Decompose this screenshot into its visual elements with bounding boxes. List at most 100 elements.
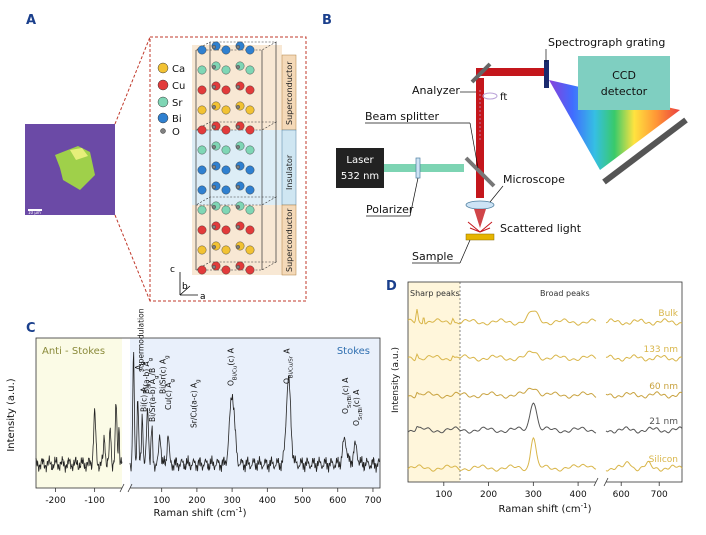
legend-bi-dot — [157, 112, 169, 124]
anti-stokes-label: Anti - Stokes — [42, 346, 105, 357]
microscope-lens — [465, 200, 495, 210]
lattice-atom-ca — [221, 245, 231, 255]
lattice-atom-bi — [245, 165, 255, 175]
beam-splitter — [464, 156, 496, 188]
lattice-atom-o — [236, 265, 240, 269]
lattice-atom-cu — [245, 265, 255, 275]
beam-splitter-leader — [469, 122, 479, 169]
lattice-atom-cu — [245, 225, 255, 235]
lattice-atom-sr — [197, 145, 207, 155]
lattice-atom-o — [236, 205, 240, 209]
layer-box-3 — [281, 204, 297, 276]
lattice-atom-o — [212, 205, 216, 209]
legend-sr-label: Sr — [172, 98, 183, 109]
c-peak-label-text: Bi(a-b) A — [142, 360, 151, 394]
panel-d-xlabel-close: ) — [588, 504, 592, 515]
legend-ca-dot — [157, 62, 169, 74]
c-xtick-label: -200 — [45, 496, 66, 506]
panel-c-xlabel-sup: -1 — [236, 506, 243, 514]
lattice-atom-o — [212, 225, 216, 229]
d-trace-0-b — [606, 318, 683, 326]
scattered-ray-3 — [469, 227, 481, 233]
c-peak-label: Cu(c) Ag — [164, 379, 176, 410]
d-trace-label: Silicon — [649, 455, 678, 465]
spectrum-stokes — [129, 351, 380, 473]
c-peak-label-sub: g — [145, 384, 151, 388]
d-trace-label: Bulk — [658, 309, 678, 319]
c-peak-label: Bi(c) Ag — [139, 384, 151, 412]
lattice-atom-sr — [197, 205, 207, 215]
d-xtick-label: 100 — [435, 490, 452, 500]
panel-c-xlabel-close: ) — [243, 508, 247, 519]
c-peak-label-text: Sr/Cu(a-c) A — [190, 382, 199, 428]
legend-o-dot — [160, 128, 166, 134]
d-trace-2-b — [605, 391, 683, 399]
panel-d-xlabel-text: Raman shift (cm — [498, 504, 580, 515]
c-xtick-label: 200 — [188, 496, 205, 506]
axis-a-label: a — [200, 292, 206, 302]
d-trace-2-a — [407, 387, 597, 399]
lattice-atom-o — [212, 45, 216, 49]
c-peak-label-sub: g — [170, 379, 176, 383]
legend-sr-dot — [157, 96, 169, 108]
lattice-atom-sr — [245, 145, 255, 155]
c-xtick-label: 600 — [329, 496, 346, 506]
d-trace-label: 21 nm — [649, 417, 678, 427]
sample-leader — [459, 239, 471, 264]
c-xtick-label: 300 — [224, 496, 241, 506]
lattice-atom-sr — [245, 65, 255, 75]
c-peak-label: supermodulation — [137, 308, 146, 372]
lattice-atom-sr — [221, 65, 231, 75]
c-peak-label-suffix: (c) A — [341, 377, 350, 395]
scattered-label: Scattered light — [500, 222, 582, 235]
c-peak-label: OBi/Cu(c) A — [226, 347, 238, 386]
lattice-atom-sr — [221, 145, 231, 155]
lattice-atom-bi — [197, 185, 207, 195]
c-peak-label-sub: g — [164, 355, 170, 359]
lattice-atom-o — [212, 165, 216, 169]
laser-beam-red-horizontal — [476, 68, 546, 76]
polarizer-leader — [409, 177, 419, 217]
lattice-atom-bi — [221, 185, 231, 195]
c-peak-label-text: Bi/Sr(a-b) A — [148, 378, 157, 422]
panel-d-ylabel: Intensity (a.u.) — [391, 347, 401, 413]
c-peak-label-sub: Bi/Cu/Sr — [289, 355, 295, 378]
panel-c-frame — [35, 337, 381, 489]
c-peak-label-suffix: (c) A — [226, 347, 235, 365]
lattice-atom-ca — [197, 245, 207, 255]
lattice-atom-cu — [197, 85, 207, 95]
c-peak-label-sub: g — [140, 361, 146, 365]
ft-label: ft — [500, 92, 507, 103]
c-xtick-label: 400 — [259, 496, 276, 506]
lattice-atom-bi — [221, 165, 231, 175]
analyzer-mirror — [470, 62, 492, 84]
c-peak-label-sub: Sr/Bi — [347, 395, 353, 408]
beam-splitter-label: Beam splitter — [365, 110, 439, 123]
scale-bar-label: 10 μm — [28, 210, 41, 215]
lattice-atom-o — [236, 65, 240, 69]
c-peak-label-text: Cu(c) A — [164, 382, 173, 410]
panel-c: C Anti - Stokes Stokes Agsupermodulation… — [6, 308, 382, 519]
lattice-atom-bi — [221, 45, 231, 55]
c-peak-label: OSr/Bi(c) A — [341, 377, 353, 414]
lattice-atom-bi — [197, 165, 207, 175]
c-peak-label-text: O — [226, 380, 235, 386]
c-peak-label-text: A — [134, 364, 143, 370]
laser-label: Laser — [346, 155, 374, 166]
d-trace-1-b — [605, 354, 683, 362]
d-trace-label: 60 nm — [649, 382, 678, 392]
lattice-atom-o — [236, 185, 240, 189]
lattice-atom-o — [212, 105, 216, 109]
lattice-atom-o — [212, 85, 216, 89]
zoom-line-bottom — [114, 214, 151, 302]
c-xtick-label: 700 — [364, 496, 381, 506]
lattice-atom-o — [236, 125, 240, 129]
analyzer-label: Analyzer — [412, 84, 460, 97]
ft-element — [482, 92, 498, 100]
d-axis-break-gap — [596, 478, 606, 486]
grating-label: Spectrograph grating — [548, 36, 665, 49]
